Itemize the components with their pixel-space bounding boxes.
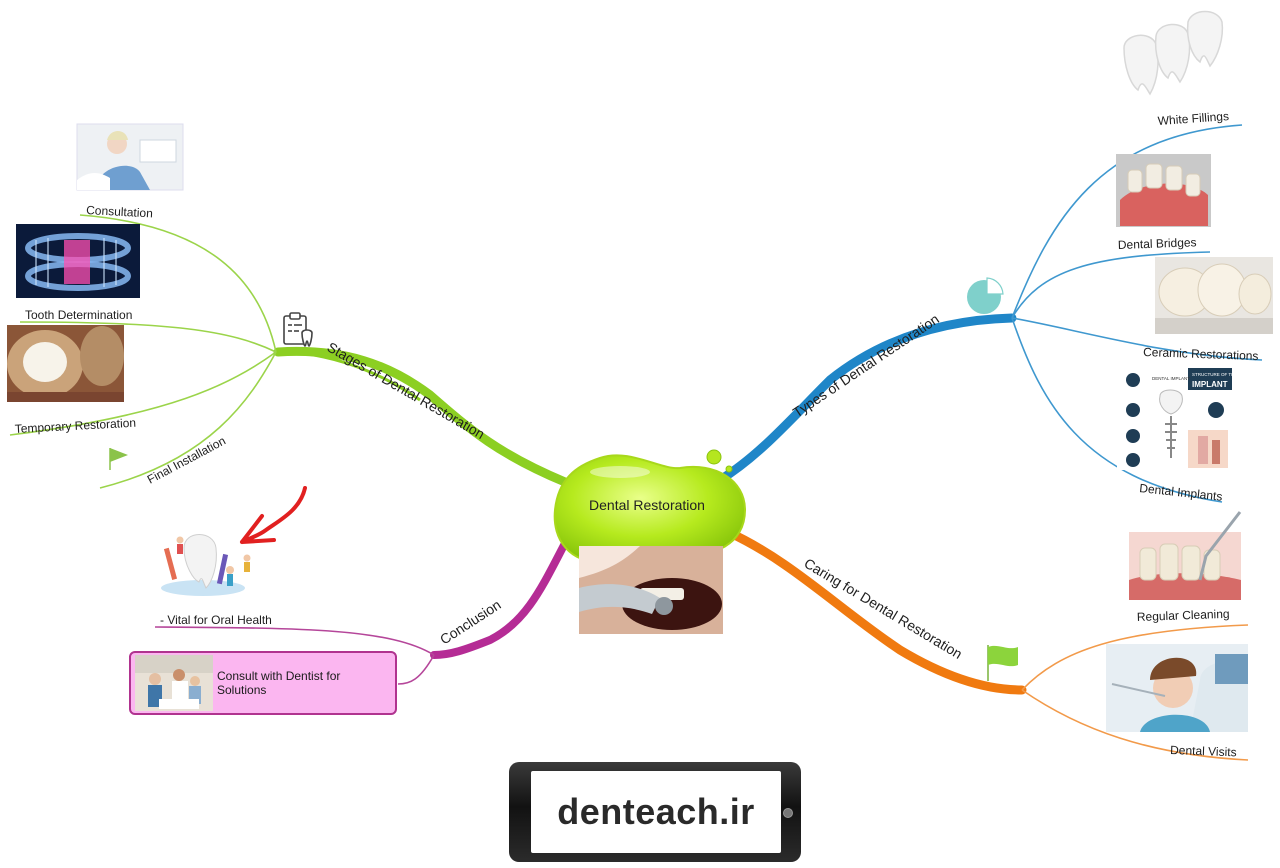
caring-dental-visits[interactable]: Dental Visits	[1170, 743, 1237, 759]
white-fillings-photo	[1123, 10, 1224, 96]
final-installation-flag-icon	[109, 448, 128, 470]
implant-heading-line2: IMPLANT	[1192, 380, 1228, 389]
stages-underline	[277, 350, 421, 402]
red-arrow-icon	[240, 486, 307, 544]
stages-label[interactable]: Stages of Dental Restoration	[325, 339, 488, 442]
type-dental-bridges[interactable]: Dental Bridges	[1118, 235, 1197, 252]
conclusion-sub-branches	[154, 626, 435, 685]
implant-caption: DENTAL IMPLANT	[1152, 376, 1190, 381]
central-topic-label: Dental Restoration	[589, 497, 705, 513]
caring-label[interactable]: Caring for Dental Restoration	[801, 555, 965, 662]
conclusion-vital[interactable]: - Vital for Oral Health	[160, 613, 272, 627]
brand-label[interactable]: denteach.ir	[557, 791, 755, 832]
stage-consultation[interactable]: Consultation	[86, 203, 153, 220]
brand-screen: denteach.ir	[531, 771, 781, 853]
dental-bridges-photo	[1116, 154, 1211, 227]
brand-tablet: denteach.ir	[509, 762, 801, 862]
regular-cleaning-photo	[1129, 511, 1242, 600]
bubble-small	[725, 465, 733, 473]
consult-photo	[135, 655, 213, 711]
consultation-photo	[76, 123, 184, 191]
xray-photo	[16, 224, 140, 298]
type-dental-implants[interactable]: Dental Implants	[1139, 481, 1223, 504]
conclusion-main-branch	[430, 526, 576, 659]
stages-main-branch	[273, 346, 570, 487]
dental-visits-photo	[1106, 644, 1248, 732]
stage-tooth-determination[interactable]: Tooth Determination	[25, 308, 132, 322]
stage-final-installation[interactable]: Final Installation	[145, 434, 228, 487]
caring-main-branch	[723, 527, 1027, 695]
temporary-restoration-photo	[7, 325, 124, 402]
type-white-fillings[interactable]: White Fillings	[1157, 109, 1229, 128]
clipboard-tooth-icon	[283, 312, 313, 347]
types-main-branch	[715, 313, 1017, 485]
caring-flag-icon	[987, 645, 1018, 681]
central-topic[interactable]: Dental Restoration	[553, 454, 747, 564]
types-label[interactable]: Types of Dental Restoration	[790, 311, 942, 421]
consult-dentist-label: Consult with Dentist for Solutions	[217, 669, 341, 697]
tablet-home-button	[783, 808, 793, 818]
implant-heading-line1: STRUCTURE OF THE DENTAL	[1192, 372, 1257, 377]
stages-sub-branches	[9, 214, 277, 489]
center-drilling-photo	[579, 546, 723, 634]
stage-temporary-restoration[interactable]: Temporary Restoration	[14, 416, 136, 436]
pie-chart-icon	[967, 277, 1004, 314]
conclusion-cartoon	[161, 534, 251, 596]
dental-implant-infographic: STRUCTURE OF THE DENTAL IMPLANT DENTAL I…	[1117, 366, 1257, 470]
caring-regular-cleaning[interactable]: Regular Cleaning	[1137, 607, 1230, 624]
ceramic-restorations-photo	[1155, 257, 1273, 334]
bubble-large	[706, 449, 722, 465]
types-sub-branches	[1011, 124, 1263, 503]
consult-dentist-box[interactable]: Consult with Dentist for Solutions	[129, 651, 397, 715]
caring-sub-branches	[1021, 624, 1249, 761]
type-ceramic-restorations[interactable]: Ceramic Restorations	[1143, 345, 1259, 363]
